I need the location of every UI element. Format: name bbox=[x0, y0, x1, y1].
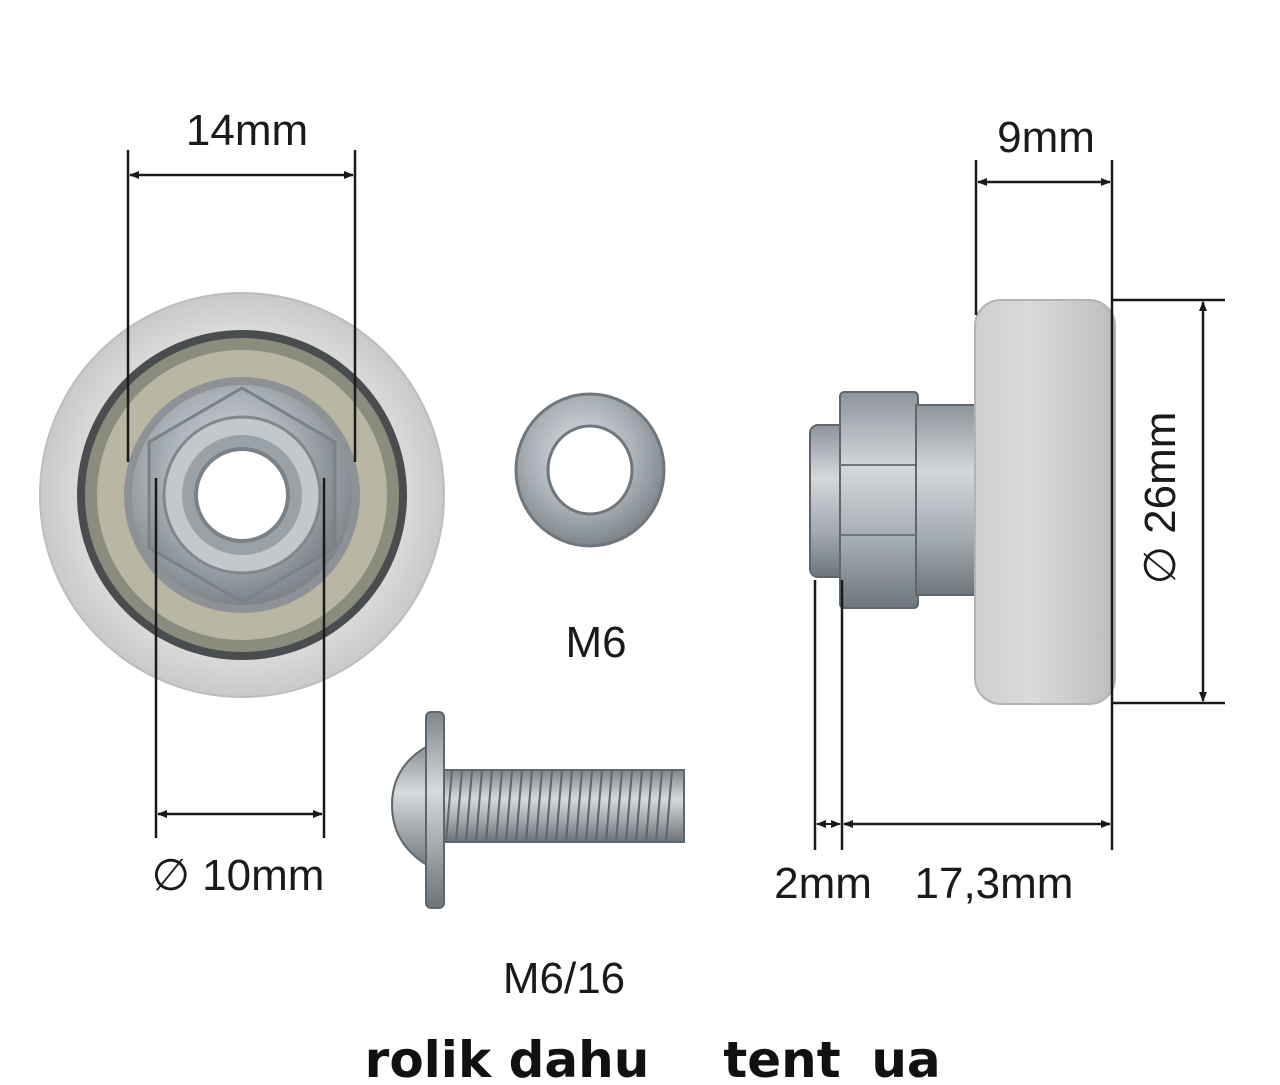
wheel-diameter-dimension bbox=[1112, 298, 1225, 705]
footer-site-domain: ua bbox=[871, 1031, 940, 1085]
length-dimension bbox=[813, 580, 1111, 850]
bolt-thread bbox=[645, 769, 653, 843]
bolt-thread bbox=[475, 769, 483, 843]
bolt-thread bbox=[555, 769, 563, 843]
bolt-thread bbox=[615, 769, 623, 843]
bolt-thread bbox=[565, 769, 573, 843]
bolt-thread bbox=[445, 769, 453, 843]
bolt-thread bbox=[505, 769, 513, 843]
wheel-width-label: 9mm bbox=[997, 113, 1095, 162]
bolt bbox=[390, 711, 685, 909]
bolt-thread bbox=[665, 769, 673, 843]
bolt-thread bbox=[655, 769, 663, 843]
bolt-thread bbox=[635, 769, 643, 843]
footer-site-name: tent bbox=[723, 1031, 840, 1085]
bolt-thread bbox=[575, 769, 583, 843]
bore-diameter-dimension bbox=[154, 478, 326, 838]
footer-brand: rolik dahu bbox=[365, 1031, 650, 1085]
bolt-thread bbox=[485, 769, 493, 843]
bolt-thread bbox=[455, 769, 463, 843]
bolt-thread bbox=[545, 769, 553, 843]
washer bbox=[514, 392, 666, 548]
wheel-diameter-label: ∅ 26mm bbox=[1136, 412, 1185, 585]
bolt-thread bbox=[585, 769, 593, 843]
bolt-thread bbox=[535, 769, 543, 843]
front-width-dimension bbox=[126, 150, 357, 462]
bolt-label: M6/16 bbox=[503, 954, 625, 1003]
side-view-roller bbox=[809, 299, 1116, 705]
bolt-thread bbox=[495, 769, 503, 843]
washer-label: M6 bbox=[565, 618, 626, 667]
bolt-thread bbox=[605, 769, 613, 843]
bolt-thread bbox=[595, 769, 603, 843]
bolt-thread bbox=[515, 769, 523, 843]
bolt-thread bbox=[465, 769, 473, 843]
bolt-thread bbox=[525, 769, 533, 843]
total-length-label: 17,3mm bbox=[915, 859, 1074, 908]
front-view-wheel bbox=[39, 292, 445, 698]
flange-label: 2mm bbox=[774, 859, 872, 908]
bore-diameter-label: ∅ 10mm bbox=[152, 851, 325, 900]
bolt-thread bbox=[625, 769, 633, 843]
wheel-width-dimension bbox=[974, 160, 1114, 850]
front-width-label: 14mm bbox=[186, 106, 308, 155]
